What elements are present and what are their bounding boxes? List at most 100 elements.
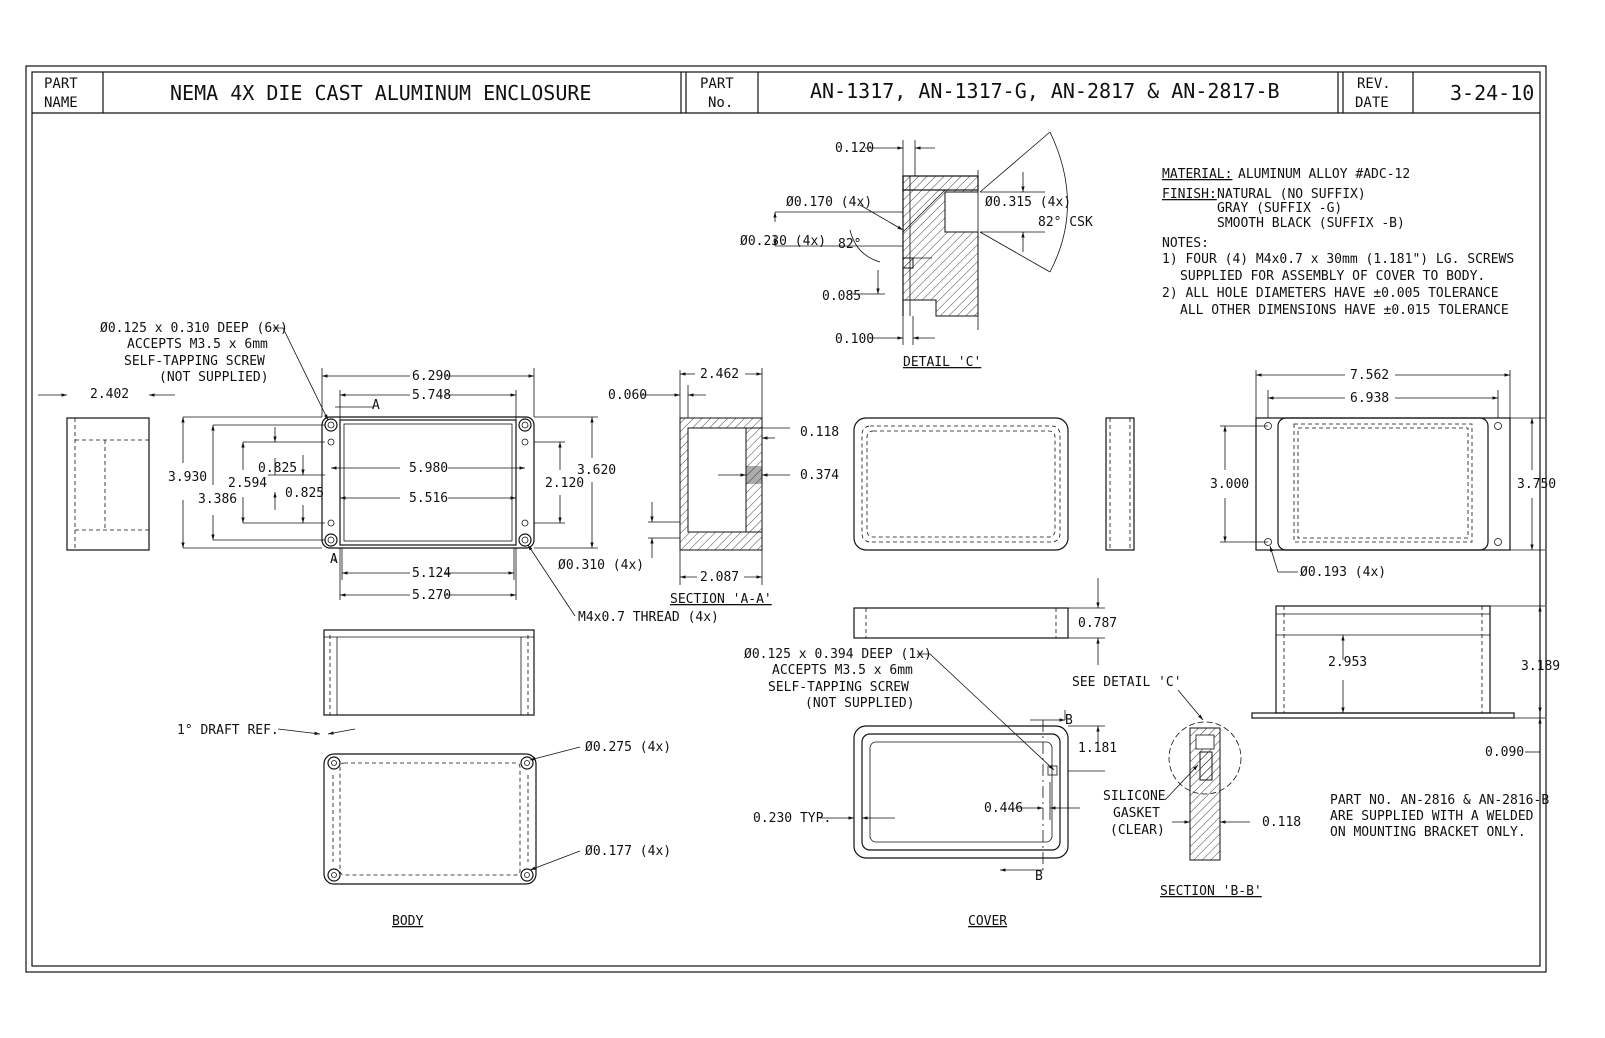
note-1b: SUPPLIED FOR ASSEMBLY OF COVER TO BODY. bbox=[1180, 269, 1485, 284]
section-aa-dim-0374: 0.374 bbox=[800, 468, 839, 483]
body-dim-0825-a: 0.825 bbox=[258, 461, 297, 476]
body-hole-note-1: Ø0.125 x 0.310 DEEP (6x) bbox=[100, 321, 288, 336]
detail-c-angle-82: 82° bbox=[838, 237, 861, 252]
rev-date: 3-24-10 bbox=[1450, 81, 1534, 105]
cover-section-b-top: B bbox=[1065, 713, 1073, 728]
section-bb-title: SECTION 'B-B' bbox=[1160, 884, 1262, 899]
detail-c-dim-0170: Ø0.170 (4x) bbox=[786, 195, 872, 210]
bracket-dim-3000: 3.000 bbox=[1210, 477, 1249, 492]
cover-title: COVER bbox=[968, 914, 1007, 929]
body-draft-note: 1° DRAFT REF. bbox=[177, 723, 279, 738]
bracket-dim-0090: 0.090 bbox=[1485, 745, 1524, 760]
part-name-label-2: NAME bbox=[44, 95, 78, 111]
part-no-label-2: No. bbox=[708, 95, 733, 111]
cover-front-view: 0.787 bbox=[853, 578, 1117, 665]
section-aa-dim-0310: Ø0.310 (4x) bbox=[558, 558, 644, 573]
cover-hole-note-4: (NOT SUPPLIED) bbox=[805, 696, 915, 711]
detail-c-dim-0085: 0.085 bbox=[822, 289, 861, 304]
finish-3: SMOOTH BLACK (SUFFIX -B) bbox=[1217, 216, 1405, 231]
section-bb: SILICONE GASKET (CLEAR) 0.118 SECTION 'B… bbox=[1103, 721, 1301, 899]
bracket-note-1: PART NO. AN-2816 & AN-2816-B bbox=[1330, 793, 1549, 808]
note-2b: ALL OTHER DIMENSIONS HAVE ±0.015 TOLERAN… bbox=[1180, 303, 1509, 318]
section-bb-gasket-3: (CLEAR) bbox=[1110, 823, 1165, 838]
body-dim-2594: 2.594 bbox=[228, 476, 267, 491]
body-dim-3930: 3.930 bbox=[168, 470, 207, 485]
cover-dim-0230-typ: 0.230 TYP. bbox=[753, 811, 831, 826]
cover-hole-note-2: ACCEPTS M3.5 x 6mm bbox=[772, 663, 913, 678]
body-dim-5748: 5.748 bbox=[412, 388, 451, 403]
body-dim-3620: 3.620 bbox=[577, 463, 616, 478]
cover-bottom-view: Ø0.125 x 0.394 DEEP (1x) ACCEPTS M3.5 x … bbox=[744, 647, 1204, 929]
section-aa-dim-2462: 2.462 bbox=[700, 367, 739, 382]
rev-label: REV. bbox=[1357, 76, 1391, 92]
detail-c-csk: 82° CSK bbox=[1038, 215, 1093, 230]
cover-dim-0446: 0.446 bbox=[984, 801, 1023, 816]
bracket-top-view: 7.562 6.938 3.000 3.750 Ø0.193 (4x) bbox=[1210, 368, 1556, 580]
sheet-border bbox=[25, 65, 1547, 973]
bracket-front-view: 2.953 3.189 0.090 PART NO. AN-2816 & AN-… bbox=[1251, 605, 1560, 840]
body-dim-2120: 2.120 bbox=[545, 476, 584, 491]
cover-section-b-bottom: B bbox=[1035, 869, 1043, 884]
part-no-label: PART bbox=[700, 76, 734, 92]
part-name: NEMA 4X DIE CAST ALUMINUM ENCLOSURE bbox=[170, 81, 591, 105]
cover-hole-note-3: SELF-TAPPING SCREW bbox=[768, 680, 909, 695]
bracket-dim-0193: Ø0.193 (4x) bbox=[1300, 565, 1386, 580]
bracket-dim-6938: 6.938 bbox=[1350, 391, 1389, 406]
cover-see-detail: SEE DETAIL 'C' bbox=[1072, 675, 1182, 690]
body-side-dim-2402: 2.402 bbox=[90, 387, 129, 402]
body-dim-5980: 5.980 bbox=[409, 461, 448, 476]
cover-top-view bbox=[853, 417, 1135, 551]
detail-c-dim-0100: 0.100 bbox=[835, 332, 874, 347]
body-dim-0177: Ø0.177 (4x) bbox=[585, 844, 671, 859]
note-2a: 2) ALL HOLE DIAMETERS HAVE ±0.005 TOLERA… bbox=[1162, 286, 1499, 301]
bracket-dim-2953: 2.953 bbox=[1328, 655, 1367, 670]
finish-label: FINISH: bbox=[1162, 187, 1217, 202]
body-side-view: 2.402 bbox=[38, 387, 175, 551]
detail-c-dim-0120: 0.120 bbox=[835, 141, 874, 156]
section-bb-dim-0118: 0.118 bbox=[1262, 815, 1301, 830]
bracket-note-3: ON MOUNTING BRACKET ONLY. bbox=[1330, 825, 1526, 840]
section-bb-gasket-1: SILICONE bbox=[1103, 789, 1166, 804]
bracket-dim-7562: 7.562 bbox=[1350, 368, 1389, 383]
detail-c-title: DETAIL 'C' bbox=[903, 355, 981, 370]
part-name-label: PART bbox=[44, 76, 78, 92]
body-hole-note-4: (NOT SUPPLIED) bbox=[159, 370, 269, 385]
section-aa-title: SECTION 'A-A' bbox=[670, 592, 772, 607]
notes-block: MATERIAL: ALUMINUM ALLOY #ADC-12 FINISH:… bbox=[1162, 167, 1514, 318]
body-thread-note: M4x0.7 THREAD (4x) bbox=[578, 610, 719, 625]
section-aa-dim-2087: 2.087 bbox=[700, 570, 739, 585]
section-bb-gasket-2: GASKET bbox=[1113, 806, 1160, 821]
finish-2: GRAY (SUFFIX -G) bbox=[1217, 201, 1342, 216]
material-label: MATERIAL: bbox=[1162, 167, 1232, 182]
material-value: ALUMINUM ALLOY #ADC-12 bbox=[1238, 167, 1410, 182]
part-no: AN-1317, AN-1317-G, AN-2817 & AN-2817-B bbox=[810, 79, 1280, 103]
section-aa-dim-0118: 0.118 bbox=[800, 425, 839, 440]
body-hole-note-3: SELF-TAPPING SCREW bbox=[124, 354, 265, 369]
section-aa: 0.060 2.462 0.118 0.374 Ø0.310 (4x) 2.08… bbox=[558, 367, 839, 607]
body-dim-0275: Ø0.275 (4x) bbox=[585, 740, 671, 755]
bracket-dim-3189: 3.189 bbox=[1521, 659, 1560, 674]
body-dim-0825-b: 0.825 bbox=[285, 486, 324, 501]
body-section-a-bottom: A bbox=[330, 552, 338, 567]
body-bottom-view: Ø0.275 (4x) Ø0.177 (4x) BODY bbox=[323, 740, 671, 929]
body-dim-5516: 5.516 bbox=[409, 491, 448, 506]
cover-dim-0787: 0.787 bbox=[1078, 616, 1117, 631]
body-dim-5270: 5.270 bbox=[412, 588, 451, 603]
body-dim-6290: 6.290 bbox=[412, 369, 451, 384]
bracket-dim-3750: 3.750 bbox=[1517, 477, 1556, 492]
cover-dim-1181: 1.181 bbox=[1078, 741, 1117, 756]
finish-1: NATURAL (NO SUFFIX) bbox=[1217, 187, 1366, 202]
body-front-view: 1° DRAFT REF. bbox=[177, 629, 535, 738]
rev-label-2: DATE bbox=[1355, 95, 1389, 111]
detail-c: 0.120 Ø0.170 (4x) Ø0.230 (4x) 82° 0.085 … bbox=[740, 131, 1093, 370]
body-dim-3386: 3.386 bbox=[198, 492, 237, 507]
notes-label: NOTES: bbox=[1162, 236, 1209, 251]
body-top-view: Ø0.125 x 0.310 DEEP (6x) ACCEPTS M3.5 x … bbox=[100, 321, 719, 625]
detail-c-dim-0315: Ø0.315 (4x) bbox=[985, 195, 1071, 210]
bracket-note-2: ARE SUPPLIED WITH A WELDED bbox=[1330, 809, 1534, 824]
note-1a: 1) FOUR (4) M4x0.7 x 30mm (1.181") LG. S… bbox=[1162, 252, 1514, 267]
title-block: PART NAME NEMA 4X DIE CAST ALUMINUM ENCL… bbox=[32, 72, 1540, 114]
body-section-a-top: A bbox=[372, 398, 380, 413]
body-title: BODY bbox=[392, 914, 423, 929]
